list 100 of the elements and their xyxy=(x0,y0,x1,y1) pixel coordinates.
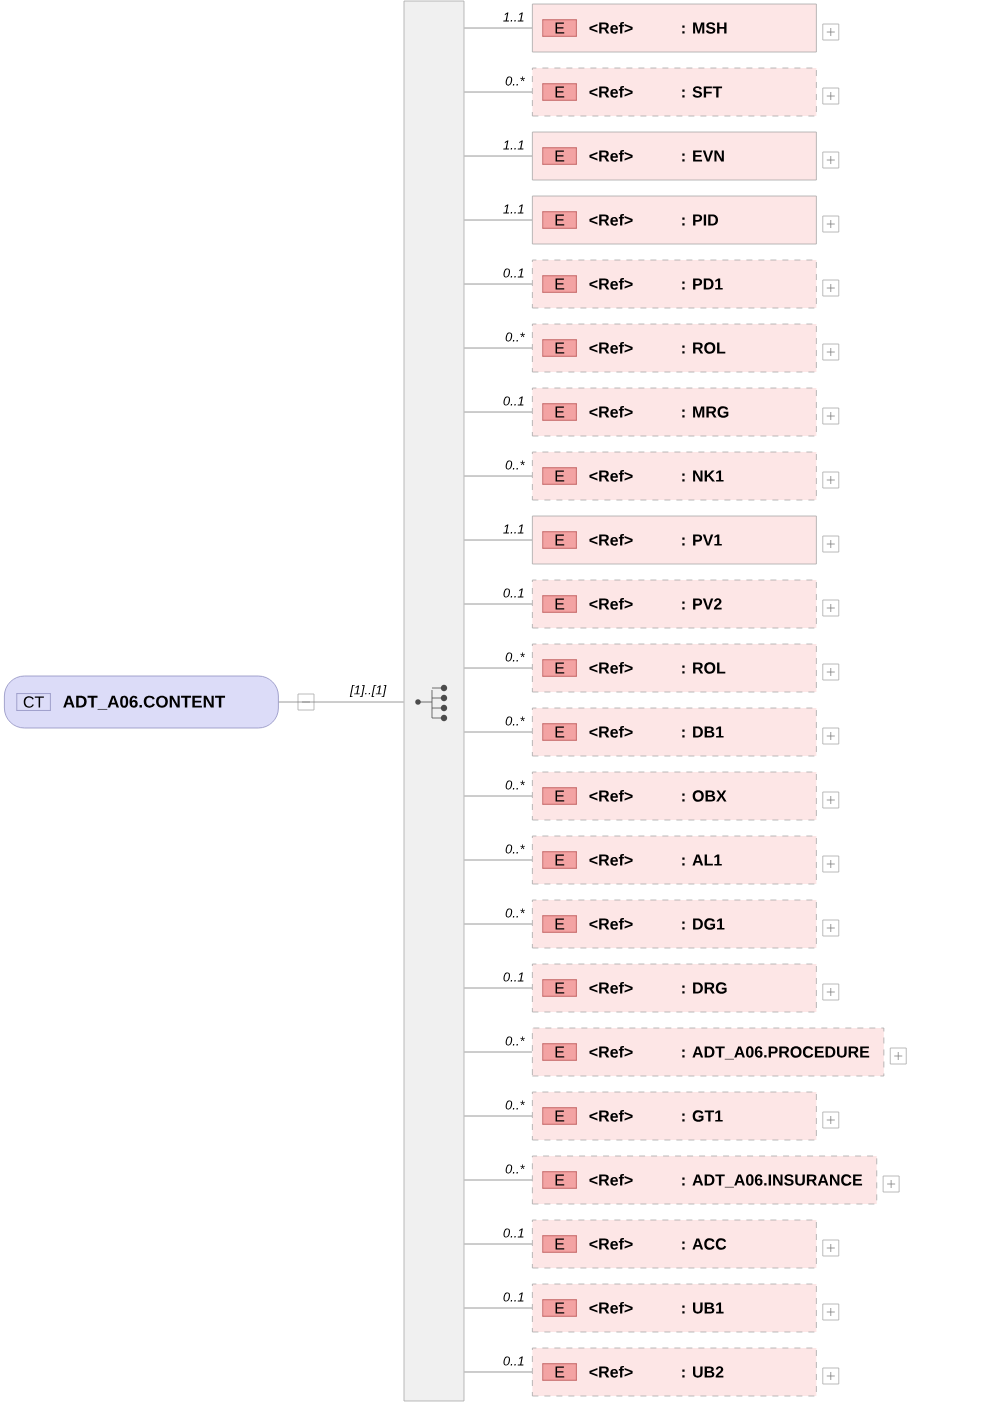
ref-label: <Ref> xyxy=(589,469,633,482)
ref-label: <Ref> xyxy=(589,1173,633,1186)
element-name: : AL1 xyxy=(682,854,722,866)
badge: E xyxy=(542,211,578,229)
ref-label: <Ref> xyxy=(589,277,633,290)
sequence-bar xyxy=(403,0,465,1402)
connector xyxy=(464,795,533,797)
element-box xyxy=(532,259,817,309)
ref-label: <Ref> xyxy=(589,85,633,98)
element-name: : DB1 xyxy=(682,726,724,738)
ref-label: <Ref> xyxy=(589,725,633,738)
element-name: : DRG xyxy=(682,982,727,994)
element-name: : PV1 xyxy=(682,534,722,546)
badge: E xyxy=(542,83,578,101)
type-name: ADT_A06.CONTENT xyxy=(63,695,226,710)
badge: E xyxy=(542,19,578,37)
element-name: : ROL xyxy=(682,662,726,674)
element-name: : NK1 xyxy=(682,470,724,482)
element-box xyxy=(532,131,817,181)
badge: E xyxy=(542,723,578,741)
element-box xyxy=(532,899,817,949)
connector xyxy=(464,923,533,925)
element-box xyxy=(532,387,817,437)
element-box xyxy=(532,195,817,245)
element-box xyxy=(532,67,817,117)
element-name: : EVN xyxy=(682,150,724,162)
ref-label: <Ref> xyxy=(589,213,633,226)
ref-label: <Ref> xyxy=(589,341,633,354)
element-box xyxy=(532,1283,817,1333)
connector xyxy=(464,667,533,669)
badge: E xyxy=(542,915,578,933)
connector xyxy=(464,859,533,861)
connector xyxy=(464,475,533,477)
element-name: : UB1 xyxy=(682,1302,724,1314)
badge: E xyxy=(542,595,578,613)
element-box xyxy=(532,835,817,885)
element-name: : PID xyxy=(682,214,719,226)
element-box xyxy=(532,1091,817,1141)
element-box xyxy=(532,515,817,565)
connector xyxy=(464,347,533,349)
ref-label: <Ref> xyxy=(589,1365,633,1378)
connector xyxy=(464,91,533,93)
ref-label: <Ref> xyxy=(589,1301,633,1314)
badge: E xyxy=(542,339,578,357)
connector xyxy=(464,1051,533,1053)
connector xyxy=(464,987,533,989)
element-box xyxy=(532,1155,878,1205)
element-box xyxy=(532,643,817,693)
ref-label: <Ref> xyxy=(589,21,633,34)
connector xyxy=(464,219,533,221)
badge: CT xyxy=(16,693,52,711)
element-box xyxy=(532,451,817,501)
element-box xyxy=(532,1347,817,1397)
element-name: : SFT xyxy=(682,86,723,98)
connector xyxy=(464,411,533,413)
element-name: : MSH xyxy=(682,22,727,34)
ref-label: <Ref> xyxy=(589,981,633,994)
connector xyxy=(464,283,533,285)
ref-label: <Ref> xyxy=(589,917,633,930)
badge: E xyxy=(542,1299,578,1317)
badge: E xyxy=(542,275,578,293)
ref-label: <Ref> xyxy=(589,1109,633,1122)
connector xyxy=(464,539,533,541)
badge: E xyxy=(542,1235,578,1253)
element-name: : OBX xyxy=(682,790,727,802)
badge: E xyxy=(542,787,578,805)
badge: E xyxy=(542,1363,578,1381)
connector xyxy=(464,1307,533,1309)
connector xyxy=(464,155,533,157)
element-box xyxy=(532,323,817,373)
ref-label: <Ref> xyxy=(589,853,633,866)
connector xyxy=(464,1243,533,1245)
ref-label: <Ref> xyxy=(589,405,633,418)
badge: E xyxy=(542,467,578,485)
connector xyxy=(464,1179,533,1181)
connector xyxy=(464,1115,533,1117)
ref-label: <Ref> xyxy=(589,789,633,802)
connector xyxy=(464,1371,533,1373)
badge: E xyxy=(542,1043,578,1061)
badge: E xyxy=(542,1107,578,1125)
badge: E xyxy=(542,1171,578,1189)
ref-label: <Ref> xyxy=(589,149,633,162)
element-box xyxy=(532,3,817,53)
element-name: : ADT_A06.PROCEDURE xyxy=(682,1046,870,1060)
element-name: : ACC xyxy=(682,1238,727,1250)
element-name: : DG1 xyxy=(682,918,725,930)
badge: E xyxy=(542,979,578,997)
element-name: : PV2 xyxy=(682,598,722,610)
element-name: : PD1 xyxy=(682,278,723,290)
badge: E xyxy=(542,531,578,549)
connector xyxy=(464,731,533,733)
element-name: : MRG xyxy=(682,406,729,418)
connector xyxy=(464,27,533,29)
element-box xyxy=(532,1027,885,1077)
element-name: : ADT_A06.INSURANCE xyxy=(682,1174,863,1188)
element-box xyxy=(532,707,817,757)
ref-label: <Ref> xyxy=(589,533,633,546)
element-name: : ROL xyxy=(682,342,726,354)
badge: E xyxy=(542,147,578,165)
ref-label: <Ref> xyxy=(589,1045,633,1058)
